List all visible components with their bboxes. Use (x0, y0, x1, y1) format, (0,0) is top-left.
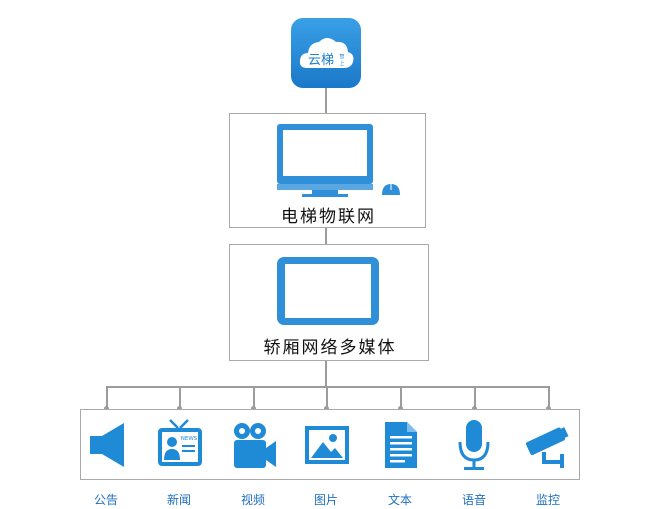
media-label-monitoring: 监控 (535, 493, 560, 507)
drop-dot (104, 406, 109, 411)
monitor-icon (274, 122, 384, 198)
drop-dot (398, 406, 403, 411)
drop-line (548, 386, 550, 409)
media-label-news: 新闻 (166, 493, 191, 507)
video-camera-icon (230, 420, 278, 470)
svg-text:NEWS: NEWS (181, 436, 198, 442)
picture-icon (303, 424, 351, 466)
news-icon: NEWS (156, 418, 204, 470)
drop-line (179, 386, 181, 409)
document-icon (383, 420, 419, 470)
car-multimedia-box: 轿厢网络多媒体 (229, 244, 429, 361)
iot-box: 电梯物联网 (229, 113, 426, 228)
iot-label: 电梯物联网 (281, 207, 376, 227)
mouse-icon (380, 182, 402, 196)
tablet-icon (275, 255, 381, 327)
drop-line (253, 386, 255, 409)
media-label-video: 视频 (240, 493, 265, 507)
drop-line (474, 386, 476, 409)
connector-logo-iot (325, 88, 327, 114)
media-label-announcement: 公告 (93, 493, 118, 507)
logo-main-text: 云梯 (308, 53, 334, 68)
media-label-picture: 图片 (313, 493, 338, 507)
cctv-camera-icon (520, 422, 572, 470)
microphone-icon (456, 418, 492, 472)
media-label-voice: 语音 (461, 493, 486, 507)
speaker-icon (88, 420, 126, 470)
drop-dot (324, 406, 329, 411)
media-label-text: 文本 (387, 493, 412, 507)
drop-line (400, 386, 402, 409)
connector-iot-car (325, 228, 327, 244)
drop-dot (546, 406, 551, 411)
logo-sub-text-2: 上 (339, 60, 344, 67)
drop-dot (177, 406, 182, 411)
yunti-logo: 云梯 智 上 (291, 18, 361, 88)
distribution-bus (106, 386, 549, 388)
drop-dot (472, 406, 477, 411)
drop-dot (251, 406, 256, 411)
car-multimedia-label: 轿厢网络多媒体 (263, 338, 397, 358)
drop-line (106, 386, 108, 409)
drop-line (326, 386, 328, 409)
connector-car-bus (325, 361, 327, 386)
logo-sub-text-1: 智 (339, 53, 344, 60)
